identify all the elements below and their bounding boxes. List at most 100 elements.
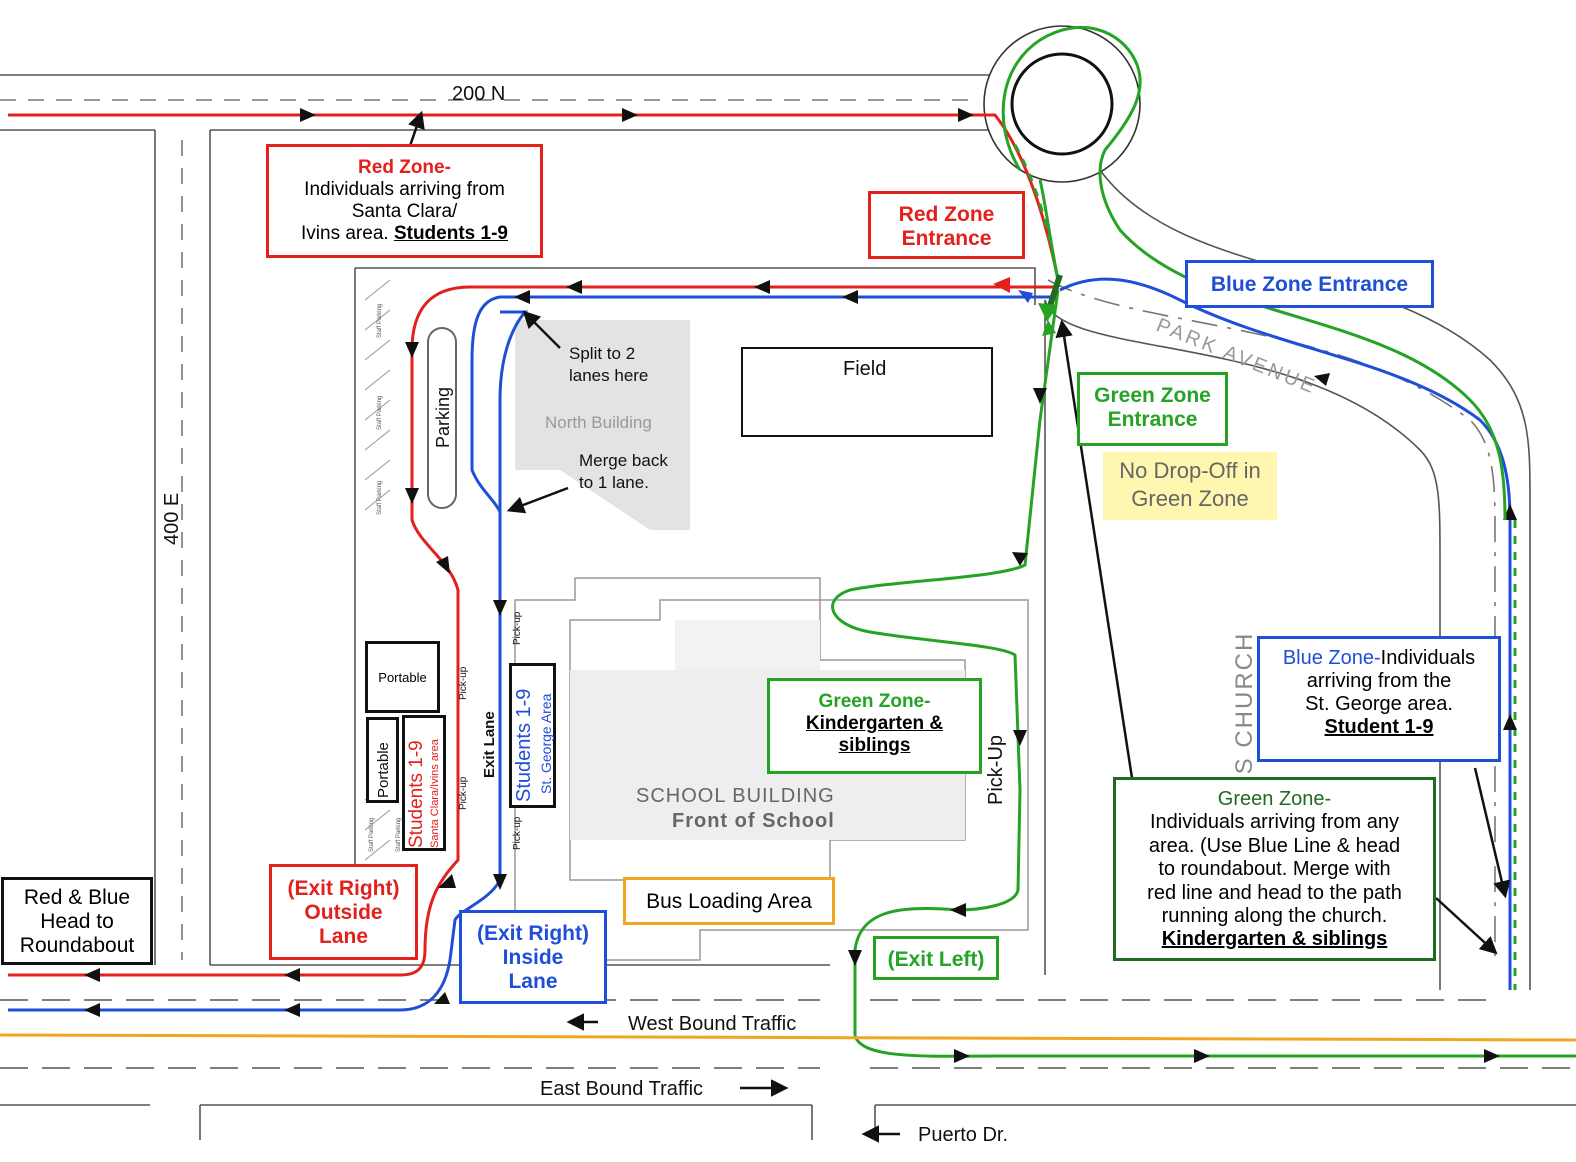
blue-zone-line2: arriving from the — [1306, 670, 1452, 692]
street-outlines — [0, 25, 1576, 1140]
no-dropoff-line2: Green Zone — [1131, 485, 1249, 511]
parking-island — [427, 327, 457, 509]
label-pick-up-large: Pick-Up — [985, 735, 1007, 805]
blue-zone-line1-suffix: Individuals — [1380, 647, 1476, 669]
bus-loading-box: Bus Loading Area — [623, 877, 835, 925]
green-zone-line2: area. (Use Blue Line & head — [1148, 834, 1401, 857]
orange-road-line — [0, 1033, 1576, 1042]
label-pick-up-3: Pick-up — [458, 666, 469, 700]
label-exit-lane: Exit Lane — [481, 711, 498, 778]
street-400e: 400 E — [161, 493, 183, 545]
green-kindergarten-box: Green Zone- Kindergarten & siblings — [767, 678, 982, 774]
red-zone-entrance: Red Zone Entrance — [868, 191, 1025, 259]
label-staff-parking-1: Staff Parking — [377, 304, 383, 338]
label-pick-up-1: Pick-up — [512, 611, 523, 645]
red-blue-line2: Head to — [40, 910, 114, 934]
no-dropoff-note: No Drop-Off in Green Zone — [1103, 452, 1277, 520]
blue-zone-box: Blue Zone-Individuals arriving from the … — [1257, 636, 1501, 762]
exit-right-outside-line2: Outside — [304, 901, 383, 925]
street-200n: 200 N — [452, 83, 505, 105]
green-zone-entrance-line1: Green Zone — [1094, 384, 1211, 407]
merge-line2: to 1 lane. — [579, 473, 649, 493]
green-zone-line5: running along the church. — [1161, 904, 1388, 927]
red-zone-entrance-line1: Red Zone — [898, 203, 995, 226]
green-kinder-title: Green Zone- — [818, 691, 931, 712]
red-zone-students: Students 1-9 — [393, 222, 508, 244]
label-staff-parking-4: Staff Parking — [369, 818, 375, 852]
label-school-building: SCHOOL BUILDING — [636, 785, 835, 807]
portable-top-label: Portable — [378, 670, 427, 685]
blue-zone-line3: St. George area. — [1305, 693, 1453, 715]
exit-right-inside-line3: Lane — [508, 970, 558, 994]
label-puerto-dr: Puerto Dr. — [918, 1124, 1008, 1146]
pointer-lines — [408, 110, 1511, 1143]
exit-left-box: (Exit Left) — [873, 936, 999, 980]
green-zone-line1: Individuals arriving from any — [1150, 811, 1399, 834]
students-red-line1: Students 1-9 — [406, 740, 427, 848]
blue-zone-title: Blue Zone- — [1282, 647, 1381, 669]
green-kinder-line1: Kindergarten & — [805, 712, 944, 734]
merge-note: Merge back to 1 lane. — [579, 450, 668, 494]
merge-line1: Merge back — [579, 451, 668, 470]
street-church: OS CHURCH — [1231, 632, 1258, 795]
green-kinder-line2: siblings — [838, 734, 911, 756]
label-staff-parking-5: Staff Parking — [396, 818, 402, 852]
bus-loading-label: Bus Loading Area — [646, 890, 812, 913]
green-zone-line3: to roundabout. Merge with — [1158, 858, 1391, 881]
green-zone-entrance-line2: Entrance — [1107, 408, 1198, 432]
label-field: Field — [843, 358, 886, 380]
red-zone-line1: Individuals arriving from — [304, 178, 505, 200]
blue-zone-students: Student 1-9 — [1324, 716, 1434, 738]
students-red-box: Students 1-9 Santa Clara/Ivins area — [402, 715, 446, 851]
green-route-arrows — [848, 320, 1500, 1063]
blue-route-arrows — [84, 290, 1517, 1017]
red-zone-line3: Ivins area. Students 1-9 — [269, 223, 540, 245]
label-front-of-school: Front of School — [672, 810, 835, 832]
label-staff-parking-2: Staff Parking — [377, 396, 383, 430]
label-pick-up-4: Pick-up — [458, 776, 469, 810]
portable-side: Portable — [366, 717, 399, 803]
field — [741, 347, 993, 437]
label-east-bound: East Bound Traffic — [540, 1078, 703, 1100]
split-line2: lanes here — [569, 366, 649, 386]
no-dropoff-line1: No Drop-Off in — [1119, 458, 1261, 483]
green-zone-entrance: Green Zone Entrance — [1077, 372, 1228, 446]
split-note: Split to 2 lanes here — [569, 343, 648, 387]
students-red-line2: Santa Clara/Ivins area — [429, 739, 441, 848]
red-zone-line2: Santa Clara/ — [351, 200, 458, 222]
green-zone-line4: red line and head to the path — [1147, 881, 1402, 904]
green-zone-title: Green Zone- — [1217, 788, 1332, 810]
green-zone-line6: Kindergarten & siblings — [1161, 928, 1388, 951]
split-line1: Split to 2 — [569, 344, 636, 363]
red-blue-line3: Roundabout — [19, 934, 135, 958]
exit-right-outside-box: (Exit Right) Outside Lane — [269, 864, 418, 960]
students-blue-line1: Students 1-9 — [513, 688, 535, 802]
blue-zone-entrance-label: Blue Zone Entrance — [1210, 273, 1409, 296]
red-blue-head-box: Red & Blue Head to Roundabout — [1, 877, 153, 965]
green-zone-box: Green Zone- Individuals arriving from an… — [1113, 777, 1436, 961]
exit-right-inside-line2: Inside — [502, 946, 564, 970]
north-building — [515, 320, 690, 530]
label-parking: Parking — [433, 387, 453, 448]
green-route — [831, 25, 1576, 1058]
red-zone-line3-prefix: Ivins area. — [301, 222, 394, 244]
students-blue-box: Students 1-9 St. George Area — [509, 663, 556, 808]
red-blue-line1: Red & Blue — [23, 886, 131, 909]
exit-right-inside-line1: (Exit Right) — [477, 922, 589, 945]
red-zone-title: Red Zone- — [358, 157, 451, 178]
label-west-bound: West Bound Traffic — [628, 1013, 796, 1035]
label-pick-up-2: Pick-up — [512, 816, 523, 850]
exit-right-outside-line1: (Exit Right) — [287, 877, 400, 900]
exit-right-outside-line3: Lane — [318, 925, 368, 949]
students-blue-line2: St. George Area — [538, 693, 554, 794]
portable-side-label: Portable — [375, 742, 392, 798]
label-staff-parking-3: Staff Parking — [377, 481, 383, 515]
red-route-arrows — [84, 108, 1010, 982]
red-zone-entrance-line2: Entrance — [901, 227, 992, 251]
exit-right-inside-box: (Exit Right) Inside Lane — [459, 910, 607, 1004]
portable-top: Portable — [365, 641, 440, 713]
blue-zone-line1: Blue Zone-Individuals — [1260, 647, 1498, 670]
red-zone-box: Red Zone- Individuals arriving from Sant… — [266, 144, 543, 258]
label-north-building: North Building — [545, 413, 652, 432]
